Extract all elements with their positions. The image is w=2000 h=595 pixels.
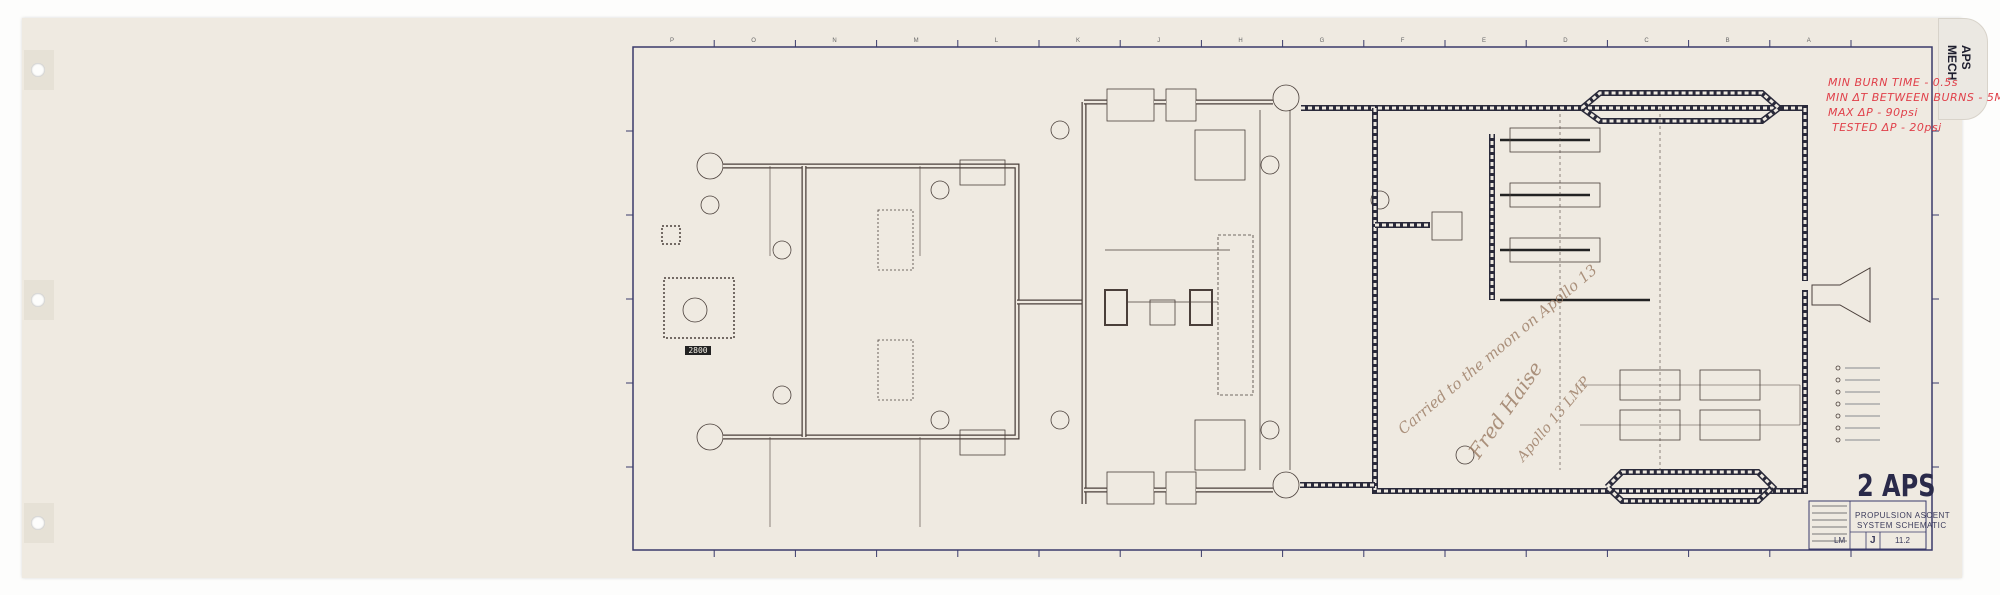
legend-bullet [1835, 413, 1841, 419]
tab-label-aps: APS [1959, 45, 1973, 70]
legend-bullet [1835, 425, 1841, 431]
note-min-dt: MIN ΔT BETWEEN BURNS - 5M [1826, 91, 2000, 104]
fuel-tank [1272, 471, 1300, 499]
binder-hole [31, 63, 45, 77]
fuel-valve-loop-dash [1605, 470, 1776, 503]
column-label: F [1400, 38, 1405, 44]
valve-group [1509, 127, 1601, 153]
pressure-gauge [1050, 120, 1070, 140]
check-valve-a [1165, 88, 1197, 122]
column-label: C [1644, 38, 1649, 44]
column-label: K [1076, 38, 1081, 44]
valve-box [959, 159, 1006, 186]
binder-hole [31, 293, 45, 307]
fuel-line-dash [1373, 108, 1807, 493]
ascent-engine [1811, 267, 1871, 323]
pressure-gauge [1260, 155, 1280, 175]
column-label: L [994, 38, 999, 44]
column-label: H [1238, 38, 1243, 44]
title-line-1: PROPULSION ASCENT [1855, 511, 1951, 520]
pressure-regulator-b [1106, 471, 1155, 505]
interconnect-box [1149, 299, 1176, 326]
relief-valve-box [1194, 419, 1246, 471]
pressure-gauge [1260, 420, 1280, 440]
note-min-burn-time: MIN BURN TIME - 0.5s [1828, 76, 1959, 89]
pressure-gauge [930, 410, 950, 430]
switch-box [661, 225, 681, 245]
tab-label-mech: MECH [1945, 45, 1959, 81]
oxidizer-line-dash [1301, 106, 1807, 281]
vehicle-code: LM [1834, 536, 1846, 545]
selector-knob [682, 297, 708, 323]
pressure-gauge [1050, 410, 1070, 430]
selector-panel [663, 277, 735, 339]
index-tab[interactable]: APS MECH [1938, 18, 1988, 120]
column-label: E [1482, 38, 1487, 44]
valve-group [1509, 237, 1601, 263]
relief-valve-box [1194, 129, 1246, 181]
pressure-regulator-a [1106, 88, 1155, 122]
control-box [877, 209, 914, 271]
legend-bullet [1835, 365, 1841, 371]
helium-line-inner [723, 164, 1019, 439]
title-line-2: SYSTEM SCHEMATIC [1857, 521, 1947, 530]
column-label: A [1806, 38, 1811, 44]
paper-sheet [22, 18, 1962, 578]
isolation-valve [1189, 289, 1213, 326]
valve-box [959, 429, 1006, 456]
column-label: D [1563, 38, 1568, 44]
column-label: M [913, 38, 919, 44]
pressure-gauge [772, 385, 792, 405]
pressure-gauge [930, 180, 950, 200]
pressure-gauge [772, 240, 792, 260]
check-valve-b [1165, 471, 1197, 505]
helium-tank-1 [696, 152, 724, 180]
column-label: J [1157, 38, 1161, 44]
valve-panel [1217, 234, 1254, 396]
oxidizer-valve-loop-dash [1581, 91, 1782, 123]
control-box [877, 339, 914, 401]
isolation-valve [1104, 289, 1128, 326]
column-label: B [1725, 38, 1730, 44]
pressure-gauge [1370, 190, 1390, 210]
binder-hole [31, 516, 45, 530]
drawing-number: 11.2 [1895, 536, 1910, 545]
column-label: G [1319, 38, 1325, 44]
legend-bullet [1835, 389, 1841, 395]
pressure-gauge [1455, 445, 1475, 465]
column-label: P [670, 38, 675, 44]
legend-bullet [1835, 401, 1841, 407]
note-max-dp: MAX ΔP - 90psi [1828, 106, 1918, 119]
oxidizer-tank [1272, 84, 1300, 112]
helium-tank-2 [696, 423, 724, 451]
column-label: N [832, 38, 837, 44]
helium-line [723, 163, 1020, 440]
valve-group [1509, 182, 1601, 208]
revision-letter: J [1870, 535, 1876, 546]
note-tested-dp: TESTED ΔP - 20psi [1832, 121, 1942, 134]
section-label: 2 APS [1857, 469, 1936, 504]
filter-box [1431, 211, 1463, 241]
legend-bullet [1835, 437, 1841, 443]
column-label: O [751, 38, 756, 44]
title-block [1808, 500, 1927, 550]
digital-display: 2800 [685, 346, 711, 355]
legend-bullet [1835, 377, 1841, 383]
fuel-valve-loop [1604, 469, 1778, 504]
pressure-gauge [700, 195, 720, 215]
